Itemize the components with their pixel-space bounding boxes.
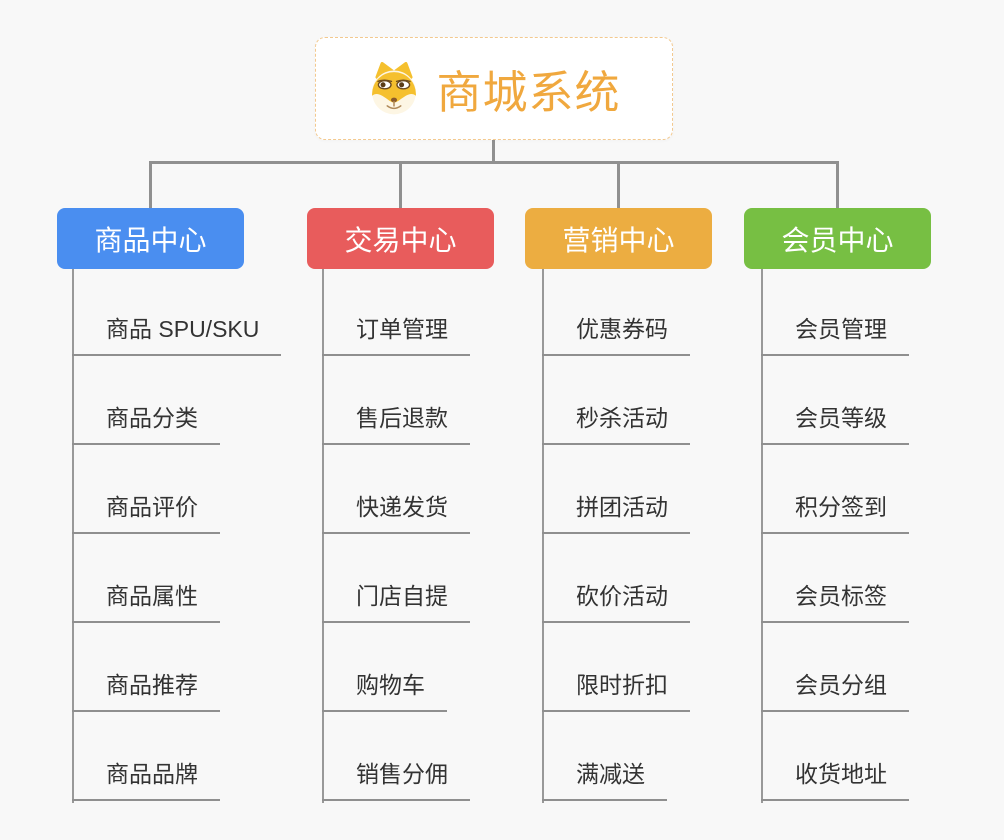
leaf-topic[interactable]: 快递发货 <box>322 490 470 534</box>
leaf-topic[interactable]: 门店自提 <box>322 579 470 623</box>
leaf-topic[interactable]: 商品评价 <box>72 490 220 534</box>
leaf-topic[interactable]: 会员标签 <box>761 579 909 623</box>
branch-member-center[interactable]: 会员中心 <box>744 208 931 269</box>
connector-column-marketing <box>542 269 544 803</box>
dog-face-icon <box>367 61 421 116</box>
leaf-topic[interactable]: 商品分类 <box>72 401 220 445</box>
leaf-topic[interactable]: 商品属性 <box>72 579 220 623</box>
connector-stub-member <box>836 161 839 208</box>
leaf-topic[interactable]: 订单管理 <box>322 312 470 356</box>
leaf-topic[interactable]: 会员等级 <box>761 401 909 445</box>
root-title: 商城系统 <box>436 67 621 118</box>
connector-column-trade <box>322 269 324 803</box>
branch-label: 商品中心 <box>94 224 207 256</box>
leaf-topic[interactable]: 拼团活动 <box>542 490 690 534</box>
branch-trade-center[interactable]: 交易中心 <box>307 208 494 269</box>
connector-stub-product <box>149 161 152 208</box>
leaf-topic[interactable]: 购物车 <box>322 668 447 712</box>
connector-column-product <box>72 269 74 803</box>
branch-label: 会员中心 <box>781 224 894 256</box>
leaf-topic[interactable]: 积分签到 <box>761 490 909 534</box>
leaf-topic[interactable]: 会员分组 <box>761 668 909 712</box>
connector-root-stub <box>492 140 495 164</box>
leaf-topic[interactable]: 优惠券码 <box>542 312 690 356</box>
leaf-topic[interactable]: 会员管理 <box>761 312 909 356</box>
leaf-topic[interactable]: 商品品牌 <box>72 757 220 801</box>
leaf-topic[interactable]: 销售分佣 <box>322 757 470 801</box>
connector-stub-trade <box>399 161 402 208</box>
root-topic[interactable]: 商城系统 <box>315 37 673 140</box>
leaf-topic[interactable]: 满减送 <box>542 757 667 801</box>
branch-marketing-center[interactable]: 营销中心 <box>525 208 712 269</box>
leaf-topic[interactable]: 砍价活动 <box>542 579 690 623</box>
connector-column-member <box>761 269 763 803</box>
leaf-topic[interactable]: 秒杀活动 <box>542 401 690 445</box>
branch-product-center[interactable]: 商品中心 <box>57 208 244 269</box>
leaf-topic[interactable]: 商品推荐 <box>72 668 220 712</box>
leaf-topic[interactable]: 收货地址 <box>761 757 909 801</box>
leaf-topic[interactable]: 限时折扣 <box>542 668 690 712</box>
connector-horizontal-rail <box>149 161 839 164</box>
leaf-topic[interactable]: 售后退款 <box>322 401 470 445</box>
leaf-topic[interactable]: 商品 SPU/SKU <box>72 312 282 356</box>
branch-label: 交易中心 <box>344 224 457 256</box>
branch-label: 营销中心 <box>562 224 675 256</box>
connector-stub-marketing <box>617 161 620 208</box>
